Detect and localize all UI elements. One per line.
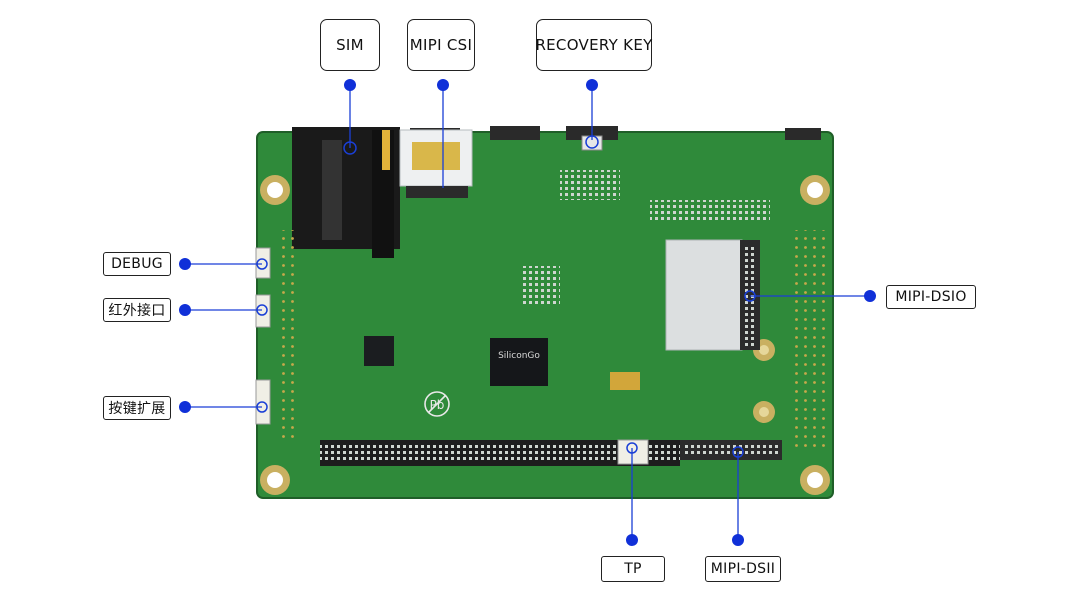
callout-dot-sim xyxy=(344,79,356,91)
header-top-right xyxy=(650,200,770,220)
wifi-module-shield xyxy=(665,239,743,351)
mounting-standoff-mid xyxy=(753,339,775,423)
header-right-column xyxy=(792,230,830,450)
target-ring-button-ext xyxy=(256,401,268,413)
target-ring-recovery xyxy=(585,135,599,149)
top-connector-far xyxy=(785,128,821,140)
callout-dot-mipi-dsi1 xyxy=(732,534,744,546)
target-ring-mipi-dsi0 xyxy=(744,290,756,302)
callout-dot-mipi-dsi0 xyxy=(864,290,876,302)
sim-card-holder xyxy=(292,127,400,258)
callout-dots xyxy=(179,79,876,546)
target-ring-infrared xyxy=(256,304,268,316)
callout-lines xyxy=(185,85,870,540)
gold-bracket xyxy=(610,372,640,390)
debug-jst-connector xyxy=(255,247,271,279)
soc-brand-text: SiliconGo xyxy=(498,351,540,361)
main-soc-chip: SiliconGo xyxy=(490,338,548,386)
header-top-mid xyxy=(560,170,620,200)
target-ring-mipi-dsi1 xyxy=(732,446,744,458)
label-mipi-dsi0: MIPI-DSIO xyxy=(886,285,976,309)
callout-dot-infrared xyxy=(179,304,191,316)
header-left-column xyxy=(276,230,298,440)
mipi-dsi1-contacts xyxy=(684,444,778,456)
label-sim: SIM xyxy=(320,19,380,71)
mounting-hole-bottom-right xyxy=(800,465,830,495)
label-mipi-csi: MIPI CSI xyxy=(407,19,475,71)
callout-dot-mipi-csi xyxy=(437,79,449,91)
infrared-jst-connector xyxy=(255,294,271,328)
mipi-dsi0-contacts xyxy=(744,244,756,346)
mounting-hole-top-left xyxy=(260,175,290,205)
target-ring-sim xyxy=(343,141,357,155)
callout-dot-tp xyxy=(626,534,638,546)
label-infrared: 红外接口 xyxy=(103,298,171,322)
label-mipi-dsi1: MIPI-DSII xyxy=(705,556,781,582)
header-bottom-pins xyxy=(320,444,680,462)
callout-dot-debug xyxy=(179,258,191,270)
label-debug: DEBUG xyxy=(103,252,171,276)
callout-dot-button-ext xyxy=(179,401,191,413)
label-tp: TP xyxy=(601,556,665,582)
callout-dot-recovery xyxy=(586,79,598,91)
lead-free-mark: Pb xyxy=(424,391,450,417)
secondary-chip xyxy=(364,336,394,366)
label-button-ext: 按键扩展 xyxy=(103,396,171,420)
target-ring-debug xyxy=(256,258,268,270)
mounting-hole-top-right xyxy=(800,175,830,205)
top-connector-mid xyxy=(490,126,540,140)
target-ring-tp xyxy=(626,442,638,454)
mounting-hole-bottom-left xyxy=(260,465,290,495)
mipi-csi-connector xyxy=(399,129,473,198)
label-recovery-key: RECOVERY KEY xyxy=(535,19,652,71)
tp-connector xyxy=(617,439,649,465)
bga-area xyxy=(520,266,560,306)
